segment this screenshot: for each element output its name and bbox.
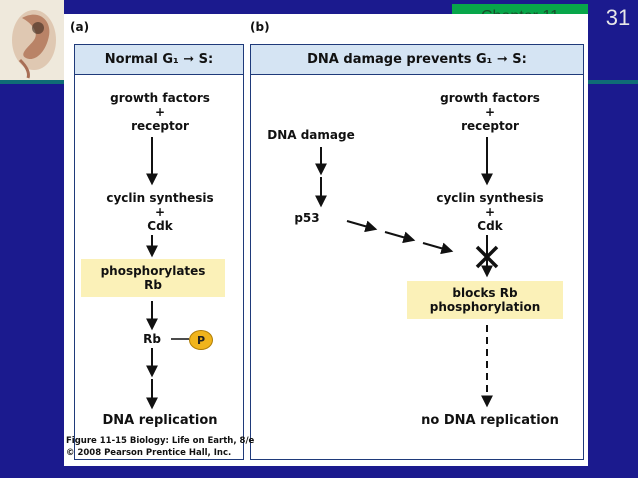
slide-number: 31	[605, 5, 631, 30]
plus-sign: +	[154, 205, 166, 219]
cyclin-synthesis-label: cyclin synthesis	[436, 191, 544, 205]
arrow	[422, 242, 454, 255]
plus-sign: +	[484, 105, 496, 119]
arrow	[346, 220, 378, 233]
figure-caption: Figure 11-15 Biology: Life on Earth, 8/e	[66, 436, 255, 446]
phosphate-label: P	[196, 333, 206, 347]
dna-replication-label: DNA replication	[102, 413, 218, 428]
panel-b-letter: (b)	[250, 20, 270, 34]
no-dna-replication-label: no DNA replication	[421, 413, 559, 428]
panel-b: DNA damage prevents G₁ ➞ S: DNA damage p…	[250, 44, 584, 460]
blocks-rb-label: blocks Rb	[452, 286, 518, 300]
blocks-highlight	[407, 281, 563, 319]
block-x-icon	[475, 245, 499, 269]
receptor-label: receptor	[461, 119, 519, 133]
cdk-label: Cdk	[477, 219, 503, 233]
phosphorylates-rb-label: Rb	[144, 278, 162, 292]
phosphorylates-label: phosphorylates	[100, 264, 206, 278]
phosphorylates-highlight	[81, 259, 225, 297]
dna-damage-label: DNA damage	[267, 128, 355, 142]
arrow	[384, 231, 416, 244]
growth-factors-label: growth factors	[110, 91, 210, 105]
panel-a-arrows	[146, 137, 189, 410]
panel-b-arrows	[315, 137, 499, 408]
phosphate-icon: P	[189, 330, 213, 350]
cyclin-synthesis-label: cyclin synthesis	[106, 191, 214, 205]
rb-label: Rb	[143, 332, 161, 346]
panel-a: Normal G₁ ➞ S: growth factors + receptor…	[74, 44, 244, 460]
panel-a-title: Normal G₁ ➞ S:	[75, 45, 243, 75]
figure: (a) (b) Normal G₁ ➞ S: growth factors + …	[64, 14, 588, 466]
plus-sign: +	[154, 105, 166, 119]
panel-b-title: DNA damage prevents G₁ ➞ S:	[251, 45, 583, 75]
plus-sign: +	[484, 205, 496, 219]
cdk-label: Cdk	[147, 219, 173, 233]
figure-copyright: © 2008 Pearson Prentice Hall, Inc.	[66, 448, 232, 458]
embryo-image	[0, 0, 64, 80]
receptor-label: receptor	[131, 119, 189, 133]
panel-a-letter: (a)	[70, 20, 90, 34]
p53-label: p53	[294, 211, 320, 225]
phosphorylation-label: phosphorylation	[429, 300, 541, 314]
growth-factors-label: growth factors	[440, 91, 540, 105]
